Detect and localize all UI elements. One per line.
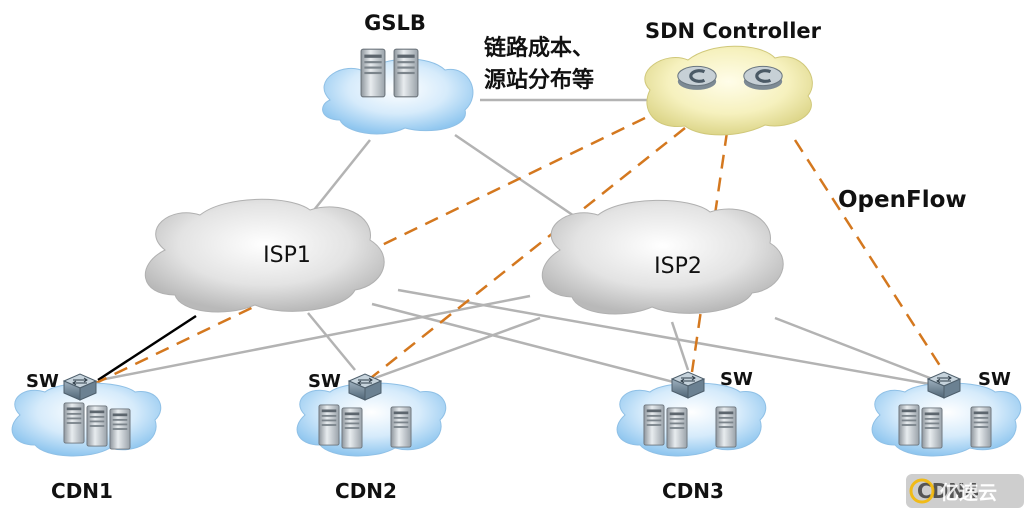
link-isp2-cdn4 [774, 316, 936, 382]
openflow-label: OpenFlow [838, 187, 967, 213]
server-icon [715, 406, 737, 448]
gslb-cloud [322, 48, 474, 135]
sw-label-3: SW [720, 369, 753, 390]
isp2-label: ISP2 [654, 254, 702, 279]
isp1-cloud: ISP1 [144, 198, 385, 313]
gslb-label: GSLB [364, 11, 426, 35]
cdn2-cloud [296, 373, 447, 457]
link-isp1-cdn3 [371, 302, 686, 387]
link-isp1-cdn1-black [97, 314, 197, 382]
server-icon [393, 48, 419, 98]
controller-icon [742, 64, 784, 92]
link-isp2-cdn2 [374, 316, 541, 380]
link-isp2-cdn1 [99, 294, 531, 382]
server-icon [360, 48, 386, 98]
link-isp2-cdn3 [670, 321, 690, 371]
cdn2-label: CDN2 [335, 479, 397, 503]
link-gslb-isp2 [454, 133, 581, 222]
cdn1-label: CDN1 [51, 479, 113, 503]
server-icon [86, 405, 108, 447]
server-icon [970, 406, 992, 448]
cdn3-cloud [616, 371, 767, 457]
cdn1-cloud [11, 373, 162, 457]
server-icon [341, 407, 363, 449]
server-icon [390, 406, 412, 448]
server-icon [109, 408, 131, 450]
server-icon [898, 404, 920, 446]
isp1-label: ISP1 [263, 243, 311, 268]
sw-label-4: SW [978, 369, 1011, 390]
sdn-controller-cloud [644, 45, 813, 136]
watermark: 亿速云 [906, 474, 1024, 508]
solid-links [99, 98, 936, 387]
cdn3-label: CDN3 [662, 479, 724, 503]
watermark-text: 亿速云 [940, 481, 997, 504]
openflow-link-cdn4 [793, 139, 946, 373]
server-icon [318, 404, 340, 446]
link-isp1-cdn4 [397, 288, 936, 387]
link-gslb-isp1 [309, 139, 371, 216]
cdn4-cloud [871, 371, 1022, 457]
isp2-cloud: ISP2 [541, 199, 784, 315]
sw-label-2: SW [308, 371, 341, 392]
note-line-2: 源站分布等 [484, 67, 594, 93]
link-isp1-cdn2 [307, 312, 356, 371]
server-icon [666, 407, 688, 449]
watermark-logo-icon [909, 478, 935, 504]
sw-label-1: SW [26, 371, 59, 392]
server-icon [643, 404, 665, 446]
controller-icon [676, 64, 718, 92]
sdn-controller-label: SDN Controller [645, 19, 822, 43]
server-icon [921, 407, 943, 449]
server-icon [63, 402, 85, 444]
note-line-1: 链路成本、 [484, 35, 594, 61]
